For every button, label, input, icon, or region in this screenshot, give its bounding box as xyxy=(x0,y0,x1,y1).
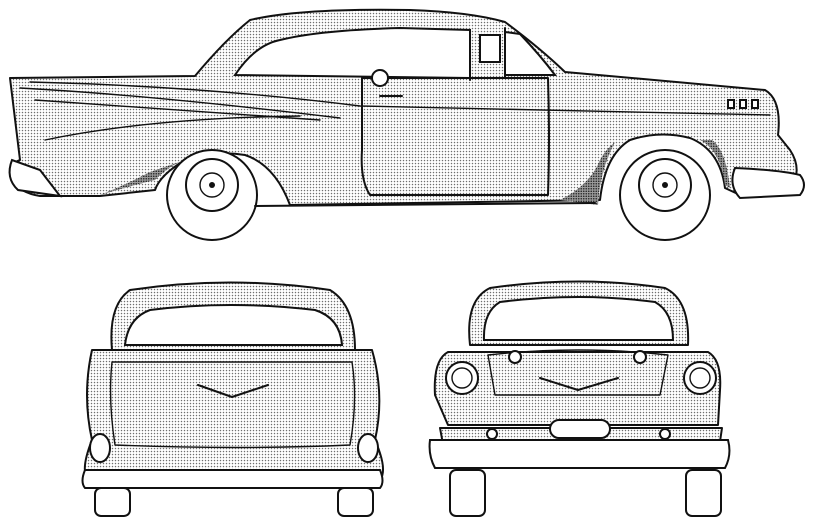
door-outline xyxy=(360,77,550,196)
headlight-right-inner xyxy=(689,367,711,389)
body-side-trim xyxy=(29,81,771,116)
fender-emblem-1 xyxy=(727,99,735,109)
fender-emblem-3 xyxy=(751,99,759,109)
side-vent-window xyxy=(479,34,501,63)
rear-tire-left xyxy=(94,487,131,517)
hood-ornament-left xyxy=(508,350,522,364)
grille-light-left xyxy=(486,428,498,440)
side-front-window xyxy=(504,30,558,76)
rear-tire-right xyxy=(337,487,374,517)
front-tire-right xyxy=(685,469,722,517)
front-fender-shadow xyxy=(700,140,730,188)
rear-hub-center xyxy=(209,182,215,188)
hood-emblem xyxy=(539,377,619,391)
rear-taillight-right xyxy=(357,433,379,463)
hood-ornament-right xyxy=(633,350,647,364)
front-bumper-view xyxy=(428,439,731,469)
front-tire-left xyxy=(449,469,486,517)
rear-body xyxy=(83,349,385,486)
headlight-right xyxy=(683,361,717,395)
grille-light-right xyxy=(659,428,671,440)
mirror xyxy=(371,69,389,87)
front-bumper xyxy=(731,166,805,200)
grille-center-bar xyxy=(549,419,611,439)
rear-taillight-left xyxy=(89,433,111,463)
front-body xyxy=(433,351,722,426)
front-view xyxy=(428,280,731,517)
side-lower-shadow xyxy=(100,160,185,195)
headlight-left xyxy=(445,361,479,395)
side-rear-window xyxy=(233,26,471,80)
rear-window xyxy=(123,304,344,346)
rear-hubcap xyxy=(199,172,225,198)
rear-emblem xyxy=(197,384,269,398)
side-rocker-shadow xyxy=(560,142,615,205)
front-hub-center xyxy=(662,182,668,188)
side-view xyxy=(8,8,805,241)
rear-bumper-view xyxy=(81,469,384,489)
rear-bumper xyxy=(8,158,63,198)
windshield xyxy=(482,296,675,341)
trunk-lid xyxy=(109,361,356,449)
front-hubcap xyxy=(652,172,678,198)
headlight-left-inner xyxy=(451,367,473,389)
rear-fin-stripe xyxy=(19,87,341,141)
fender-emblem-2 xyxy=(739,99,747,109)
rear-view xyxy=(81,281,385,517)
ground-line xyxy=(254,202,596,207)
